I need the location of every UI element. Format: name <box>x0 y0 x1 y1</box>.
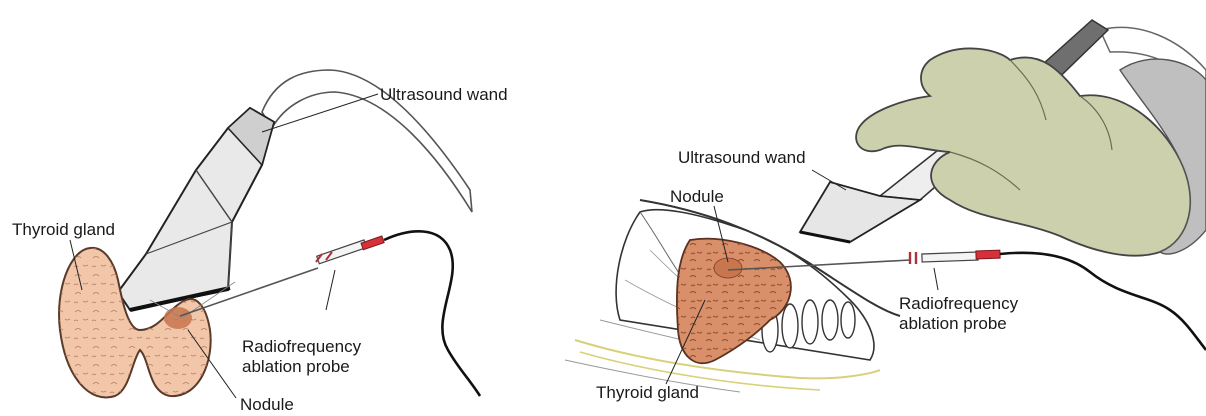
left-rf-handle <box>317 240 367 264</box>
left-label-rf-probe-line2: ablation probe <box>242 356 350 377</box>
right-rf-cable <box>1000 253 1206 350</box>
left-rf-cable <box>384 231 480 396</box>
right-panel <box>565 20 1206 392</box>
left-label-ultrasound-wand: Ultrasound wand <box>380 84 508 105</box>
right-label-rf-probe-line1: Radiofrequency <box>899 293 1018 314</box>
right-label-nodule: Nodule <box>670 186 724 207</box>
right-label-rf-probe-line2: ablation probe <box>899 313 1007 334</box>
right-rf-handle <box>922 252 978 262</box>
left-label-rf-probe-line1: Radiofrequency <box>242 336 361 357</box>
right-label-ultrasound-wand: Ultrasound wand <box>678 147 806 168</box>
right-label-thyroid-gland: Thyroid gland <box>596 382 699 403</box>
left-label-nodule: Nodule <box>240 394 294 415</box>
left-label-thyroid-gland: Thyroid gland <box>12 219 115 240</box>
